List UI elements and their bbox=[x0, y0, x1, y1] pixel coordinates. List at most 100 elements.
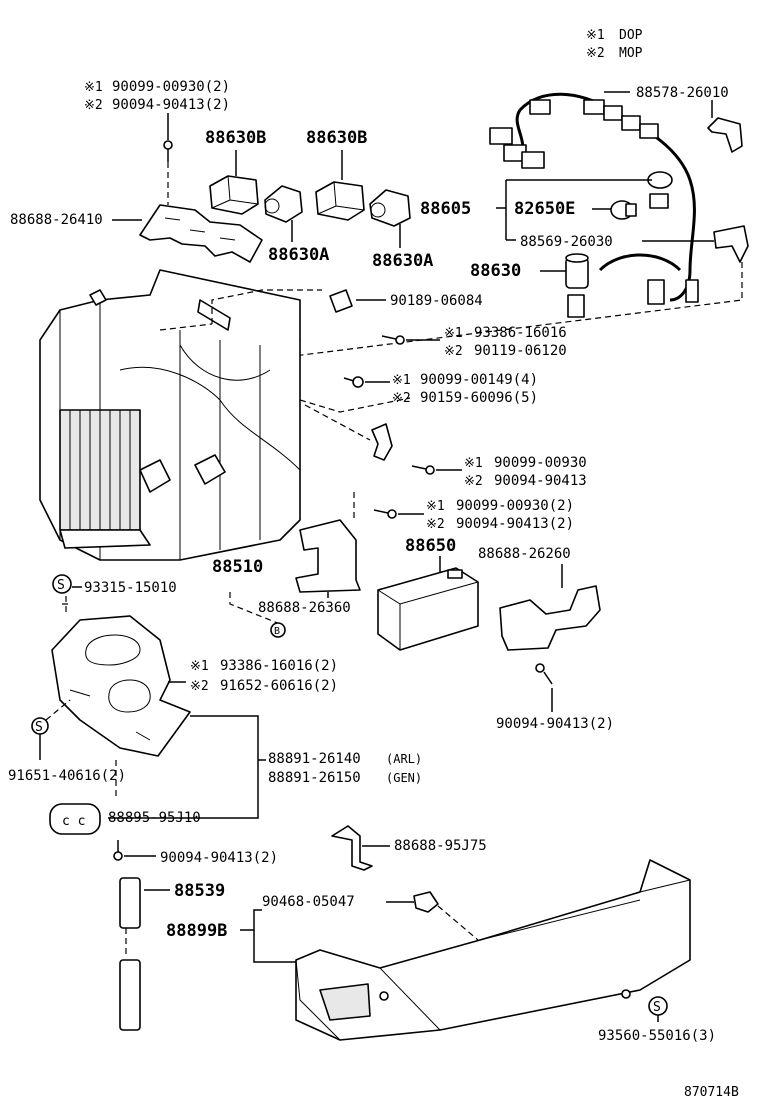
relay-88630A-left bbox=[264, 185, 303, 223]
dash-leader bbox=[45, 699, 71, 721]
label-gen: (GEN) bbox=[386, 771, 422, 785]
clip-90189-06084 bbox=[329, 289, 353, 313]
marker-b-text: B bbox=[274, 626, 280, 637]
screw-icon bbox=[343, 376, 364, 388]
mark-1: ※1 bbox=[464, 456, 483, 471]
grommet-glyph: c c bbox=[62, 814, 85, 829]
legend-mark-2: ※2 bbox=[586, 46, 605, 61]
label-90094-90413-2b: 90094-90413(2) bbox=[456, 516, 574, 532]
mark-2: ※2 bbox=[444, 344, 463, 359]
legend-mop: MOP bbox=[619, 46, 643, 61]
marker-s: S bbox=[648, 996, 668, 1016]
label-arl: (ARL) bbox=[386, 752, 422, 766]
label-88630: 88630 bbox=[470, 261, 521, 281]
label-88630B-b: 88630B bbox=[306, 128, 367, 148]
label-82650E: 82650E bbox=[514, 199, 575, 219]
heater-unit-88510 bbox=[39, 269, 301, 561]
bracket-88688-26410 bbox=[139, 204, 263, 263]
mark-2: ※2 bbox=[84, 98, 103, 113]
wire-harness-88605 bbox=[489, 92, 699, 318]
bracket-88688-95J75 bbox=[331, 825, 373, 871]
marker-s: S bbox=[31, 717, 49, 735]
label-90094-90413-2c: 90094-90413(2) bbox=[496, 716, 614, 732]
legend-mark-1: ※1 bbox=[586, 28, 605, 43]
label-90099-00930: 90099-00930 bbox=[494, 455, 587, 471]
label-90099-00930-2b: 90099-00930(2) bbox=[456, 498, 574, 514]
bracket-leader bbox=[496, 179, 652, 241]
relay-88630B-right bbox=[315, 181, 365, 221]
label-88605: 88605 bbox=[420, 199, 471, 219]
label-90189-06084: 90189-06084 bbox=[390, 293, 483, 309]
mark-2: ※2 bbox=[464, 474, 483, 489]
clip-88569-26030 bbox=[713, 225, 749, 263]
label-88895-95J10: 88895-95J10 bbox=[108, 810, 201, 826]
label-93386-16016-2: 93386-16016(2) bbox=[220, 658, 338, 674]
label-91652-60616-2: 91652-60616(2) bbox=[220, 678, 338, 694]
mark-2: ※2 bbox=[190, 679, 209, 694]
label-88688-26360: 88688-26360 bbox=[258, 600, 351, 616]
label-88891-26140: 88891-26140 bbox=[268, 751, 361, 767]
duct-88891 bbox=[51, 615, 191, 757]
relay-88630 bbox=[565, 253, 589, 289]
label-88650: 88650 bbox=[405, 536, 456, 556]
bracket-88688-26260 bbox=[499, 585, 601, 651]
marker-b: B bbox=[270, 622, 286, 638]
dash-leader bbox=[211, 289, 322, 324]
marker-s-text: S bbox=[653, 1000, 661, 1015]
dash-leader bbox=[299, 397, 411, 413]
dash-leader bbox=[229, 592, 281, 625]
label-88569-26030: 88569-26030 bbox=[520, 234, 613, 250]
label-93386-16016: 93386-16016 bbox=[474, 325, 567, 341]
label-90094-90413: 90094-90413 bbox=[494, 473, 587, 489]
label-88539: 88539 bbox=[174, 881, 225, 901]
marker-s-text: S bbox=[35, 720, 43, 735]
label-90099-00930-2a: 90099-00930(2) bbox=[112, 79, 230, 95]
label-88510: 88510 bbox=[212, 557, 263, 577]
clamp-88578-26010 bbox=[707, 117, 743, 153]
clip-90468-05047 bbox=[413, 891, 439, 913]
pipe-88539 bbox=[119, 877, 141, 1031]
relay-88630A-right bbox=[369, 189, 411, 227]
mark-1: ※1 bbox=[84, 80, 103, 95]
mark-1: ※1 bbox=[392, 373, 411, 388]
legend-dop: DOP bbox=[619, 28, 643, 43]
dash-leader bbox=[159, 323, 213, 331]
sensor-82650E bbox=[610, 200, 637, 220]
dash-leader bbox=[304, 404, 371, 441]
bracket-leader bbox=[240, 909, 296, 963]
label-88899B: 88899B bbox=[166, 921, 227, 941]
label-90468-05047: 90468-05047 bbox=[262, 894, 355, 910]
dash-leader bbox=[437, 905, 479, 941]
label-90119-06120: 90119-06120 bbox=[474, 343, 567, 359]
marker-s-text: S bbox=[57, 578, 65, 593]
lower-cover-88899B bbox=[295, 859, 691, 1041]
figure-code: 870714B bbox=[684, 1085, 739, 1100]
mark-2: ※2 bbox=[426, 517, 445, 532]
screw-icon bbox=[535, 663, 553, 685]
screw-icon bbox=[411, 465, 435, 475]
marker-s: S bbox=[52, 574, 72, 594]
label-88688-26260: 88688-26260 bbox=[478, 546, 571, 562]
mark-1: ※1 bbox=[444, 326, 463, 341]
label-93560-55016-3: 93560-55016(3) bbox=[598, 1028, 716, 1044]
screw-icon bbox=[381, 335, 405, 345]
label-88630B-a: 88630B bbox=[205, 128, 266, 148]
mark-1: ※1 bbox=[190, 659, 209, 674]
label-91651-40616-2: 91651-40616(2) bbox=[8, 768, 126, 784]
relay-88630B-left bbox=[209, 175, 259, 215]
mark-2: ※2 bbox=[392, 391, 411, 406]
amplifier-88650 bbox=[377, 567, 479, 651]
legend: ※1 DOP ※2 MOP bbox=[586, 28, 643, 61]
label-90094-90413-2a: 90094-90413(2) bbox=[112, 97, 230, 113]
screw-icon bbox=[113, 840, 123, 861]
label-88578-26010: 88578-26010 bbox=[636, 85, 729, 101]
bracket-small bbox=[371, 423, 393, 461]
bracket-leader bbox=[108, 715, 259, 819]
label-93315-15010: 93315-15010 bbox=[84, 580, 177, 596]
screw-icon bbox=[163, 140, 173, 162]
label-88688-95J75: 88688-95J75 bbox=[394, 838, 487, 854]
label-90099-00149-4: 90099-00149(4) bbox=[420, 372, 538, 388]
label-88630A-b: 88630A bbox=[372, 251, 433, 271]
label-90159-60096-5: 90159-60096(5) bbox=[420, 390, 538, 406]
